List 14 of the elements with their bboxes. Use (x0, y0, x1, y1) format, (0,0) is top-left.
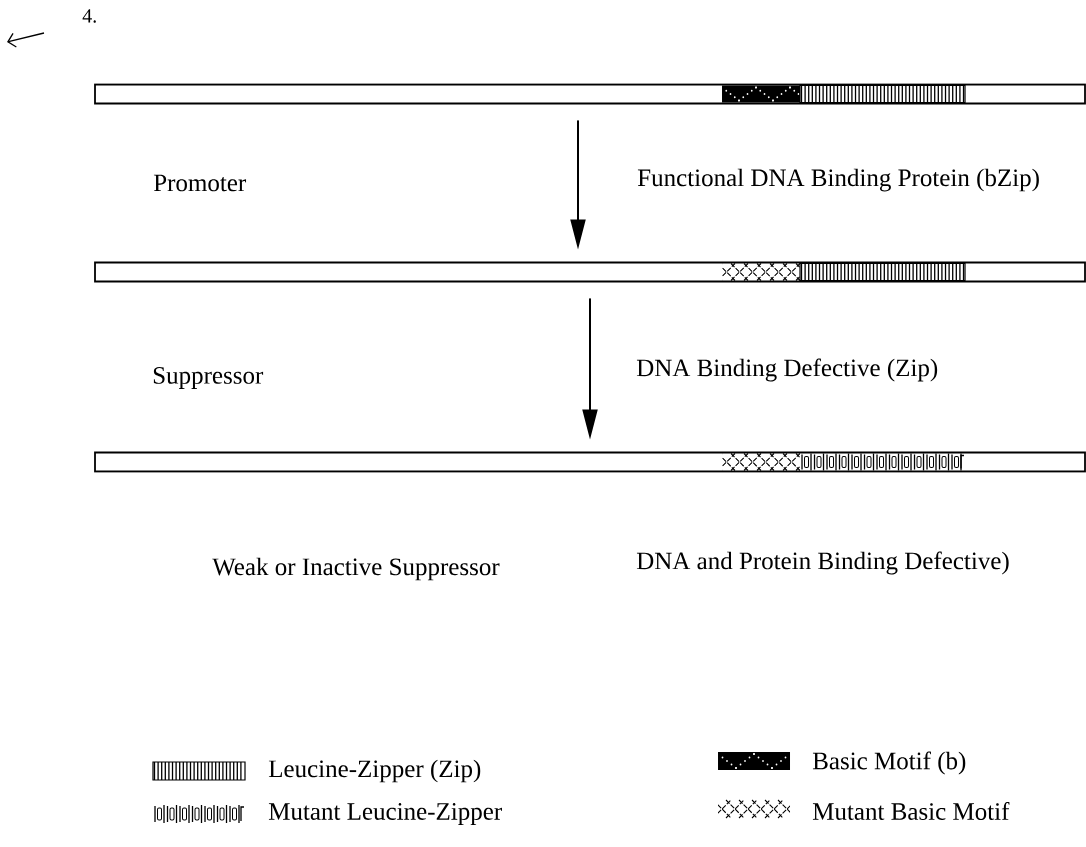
legend-text: Leucine-Zipper (Zip) (268, 759, 481, 783)
legend-text: Mutant Leucine-Zipper (268, 803, 502, 825)
protein-bar (94, 451, 1086, 473)
legend-text: Basic Motif (b) (812, 751, 966, 775)
figure-number: 4. (82, 9, 96, 23)
protein-bar (94, 83, 1086, 105)
bar-caption: DNA and Protein Binding Defective) (636, 551, 1009, 575)
legend-text: Mutant Basic Motif (812, 802, 1010, 820)
bar-caption: Functional DNA Binding Protein (bZip) (637, 168, 1039, 192)
bar-caption: DNA Binding Defective (Zip) (636, 358, 938, 382)
bar-caption: Suppressor (153, 367, 264, 389)
protein-bar (94, 261, 1086, 283)
bar-caption: Promoter (153, 174, 247, 192)
bar-caption: Weak or Inactive Suppressor (212, 557, 500, 581)
